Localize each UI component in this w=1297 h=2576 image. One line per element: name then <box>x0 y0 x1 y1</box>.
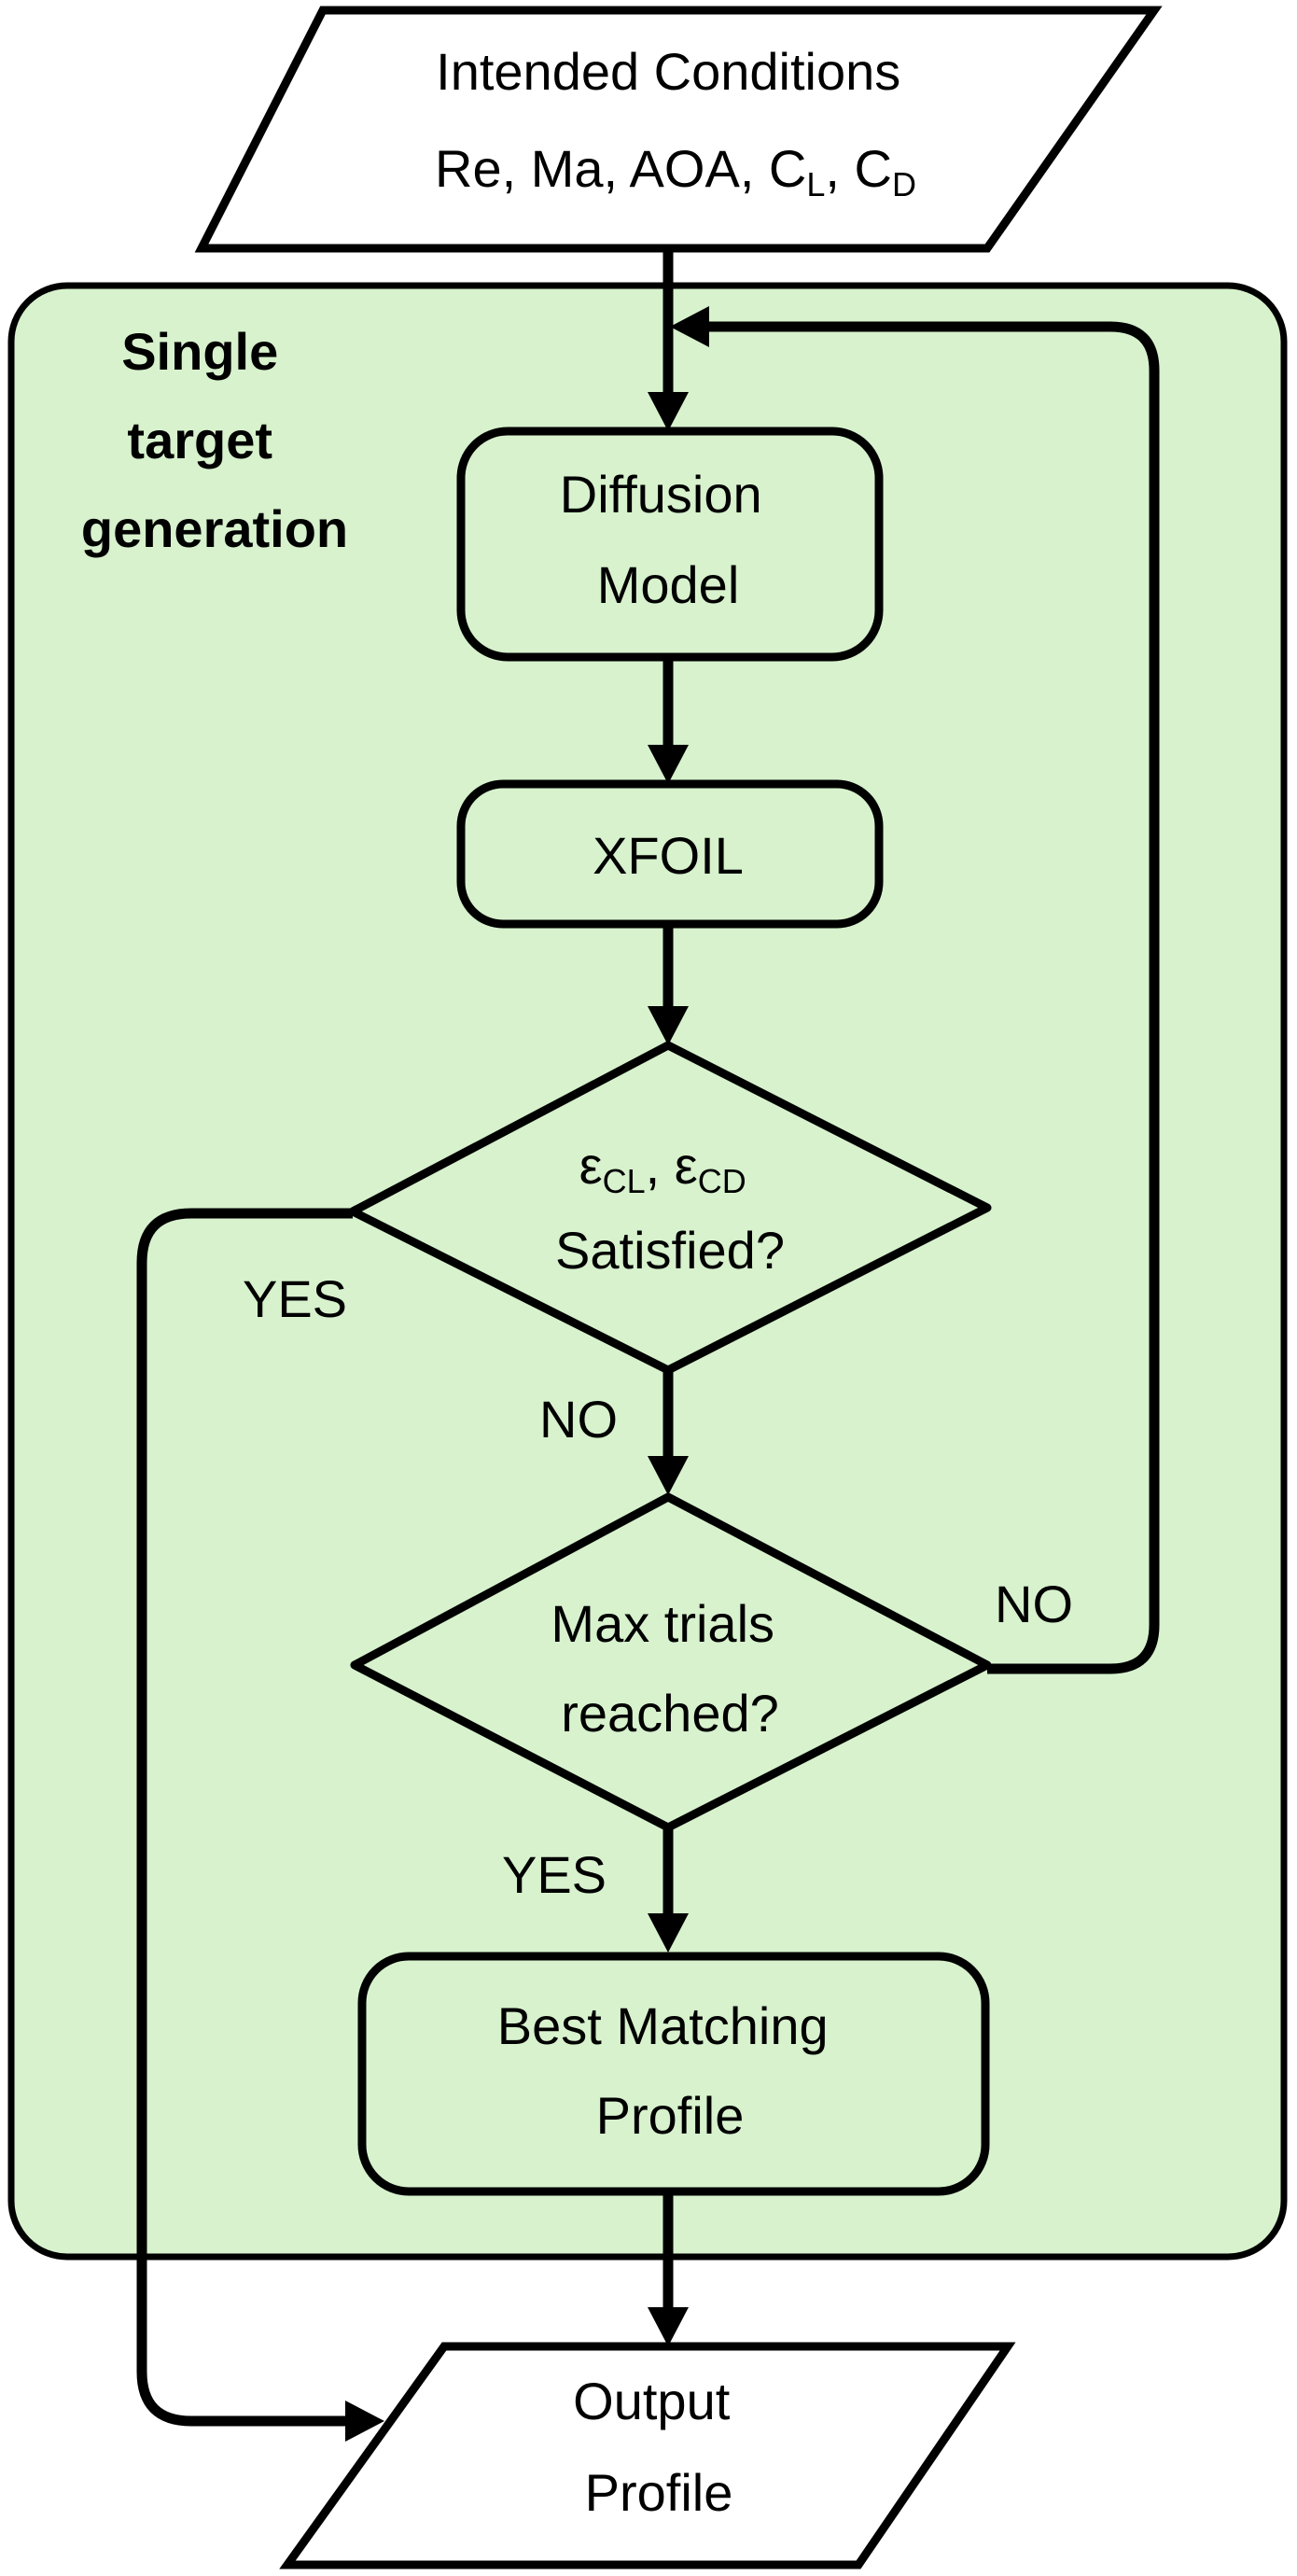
arrowhead-loop-back <box>670 306 709 347</box>
arrowhead-satisfied-yes-to-output <box>345 2401 384 2442</box>
diffusion-line-1: Diffusion <box>560 465 762 524</box>
input-line-1: Intended Conditions <box>436 42 900 101</box>
output-line-1: Output <box>573 2372 731 2430</box>
input-node-text: Intended Conditions Re, Ma, AOA, CL, CD <box>435 42 916 203</box>
best-matching-text: Best Matching Profile <box>497 1996 843 2145</box>
xfoil-text: XFOIL <box>593 826 744 885</box>
label-max-trials-yes: YES <box>502 1845 607 1904</box>
satisfied-line-2: Satisfied? <box>555 1221 785 1280</box>
label-satisfied-yes: YES <box>243 1269 347 1328</box>
label-satisfied-no: NO <box>539 1390 618 1449</box>
diffusion-model-node <box>456 427 884 662</box>
best-line-2: Profile <box>596 2086 745 2145</box>
arrowhead-best-to-output <box>648 2307 689 2346</box>
input-line-2: Re, Ma, AOA, CL, CD <box>435 139 916 203</box>
xfoil-node <box>456 779 884 929</box>
arrowhead-diffusion-to-xfoil <box>648 745 689 784</box>
output-line-2: Profile <box>585 2463 733 2522</box>
output-node <box>279 2342 1016 2569</box>
label-max-trials-no: NO <box>995 1575 1073 1633</box>
best-matching-profile-node <box>357 1952 990 2196</box>
group-label-line-3: generation <box>81 499 348 558</box>
max-trials-line-2: reached? <box>561 1684 779 1743</box>
output-node-text: Output Profile <box>573 2372 745 2522</box>
max-trials-line-1: Max trials <box>551 1594 774 1653</box>
max-trials-decision-node <box>350 1492 992 1832</box>
arrowhead-satisfied-to-max-trials <box>648 1456 689 1495</box>
diffusion-model-text: Diffusion Model <box>560 465 776 614</box>
arrowhead-input-to-diffusion <box>648 392 689 431</box>
input-node <box>194 6 1163 253</box>
edge-max-trials-no-loop <box>709 321 1160 1674</box>
edge-satisfied-yes-bypass <box>136 1208 353 2427</box>
satisfied-text: εCL, εCD Satisfied? <box>555 1136 785 1280</box>
satisfied-decision-node <box>348 1041 992 1375</box>
group-label-line-2: target <box>127 411 272 469</box>
best-line-1: Best Matching <box>497 1996 829 2055</box>
diffusion-line-2: Model <box>597 555 740 614</box>
group-label-line-1: Single <box>121 322 278 381</box>
arrowhead-xfoil-to-satisfied <box>648 1006 689 1045</box>
satisfied-line-1: εCL, εCD <box>579 1136 746 1200</box>
group-label: Single target generation <box>81 322 348 558</box>
max-trials-text: Max trials reached? <box>551 1594 788 1743</box>
arrowhead-max-trials-to-best <box>648 1913 689 1953</box>
edges <box>136 250 1160 2442</box>
